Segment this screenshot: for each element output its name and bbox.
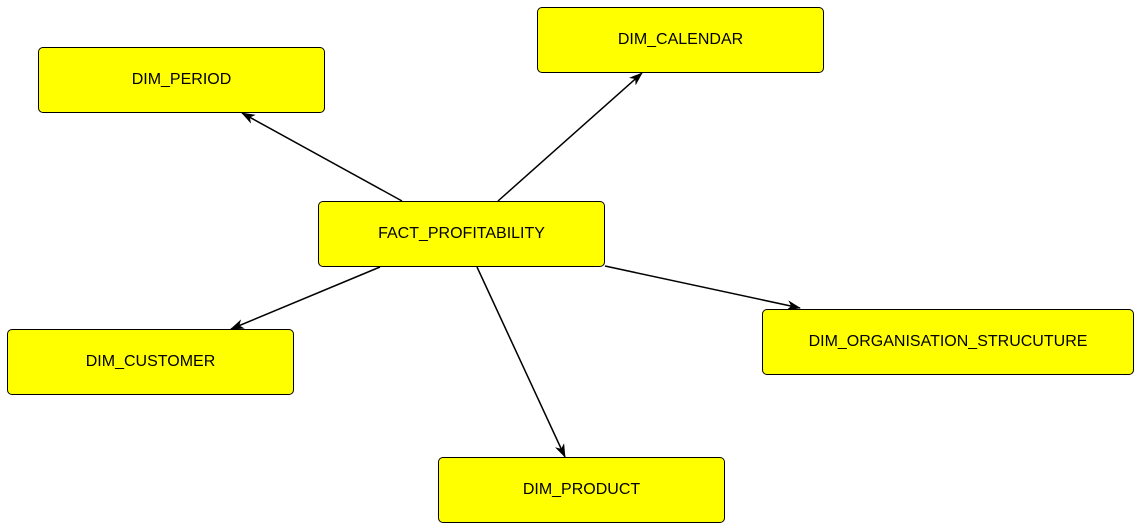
node-dim-calendar[interactable]: DIM_CALENDAR [537, 7, 824, 73]
node-label: DIM_CUSTOMER [85, 353, 216, 370]
edge-fact-to-organisation [604, 265, 801, 311]
node-label: FACT_PROFITABILITY [378, 225, 545, 242]
edge-fact-to-product [476, 266, 566, 458]
node-dim-period[interactable]: DIM_PERIOD [38, 47, 325, 113]
node-label: DIM_ORGANISATION_STRUCUTURE [808, 333, 1088, 350]
edge-fact-to-calendar [497, 72, 643, 202]
node-fact-profitability[interactable]: FACT_PROFITABILITY [318, 201, 605, 267]
edge-fact-to-customer [230, 266, 381, 330]
node-dim-product[interactable]: DIM_PRODUCT [438, 457, 725, 523]
node-label: DIM_PERIOD [131, 71, 232, 88]
node-label: DIM_CALENDAR [617, 31, 744, 48]
node-dim-customer[interactable]: DIM_CUSTOMER [7, 329, 294, 395]
node-label: DIM_PRODUCT [522, 481, 641, 498]
node-dim-organisation-structure[interactable]: DIM_ORGANISATION_STRUCUTURE [762, 309, 1134, 375]
edge-fact-to-period [241, 112, 403, 202]
